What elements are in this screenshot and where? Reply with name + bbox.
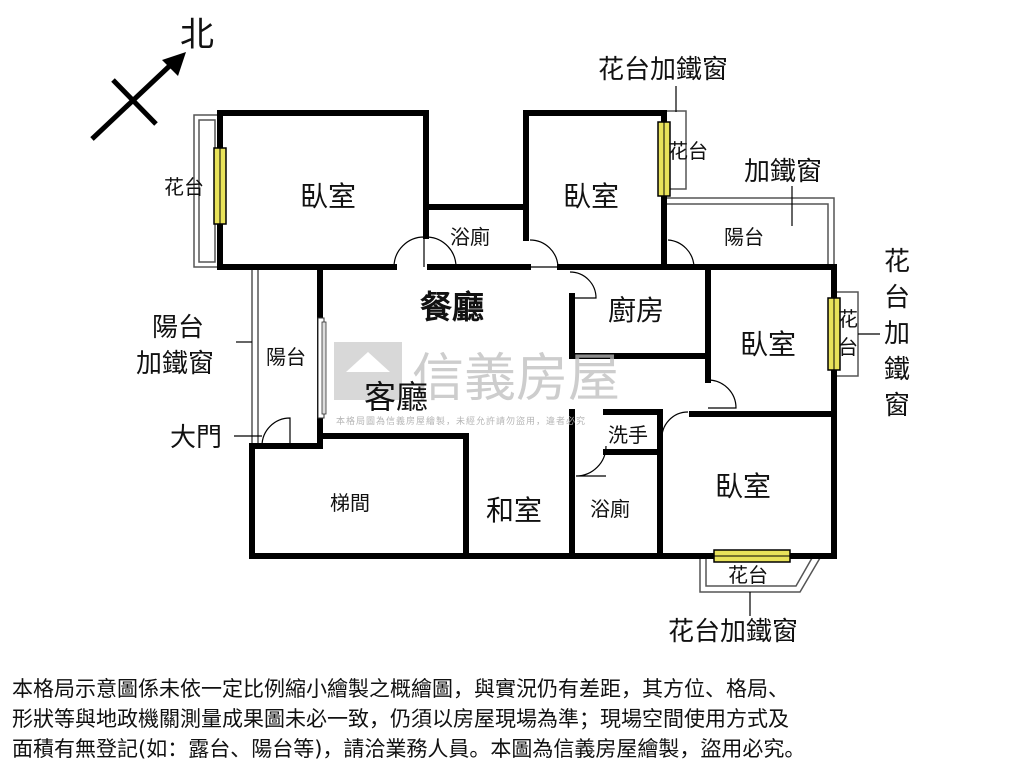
callout-planter-grille-top: 花台加鐵窗	[598, 55, 728, 85]
room-stairwell: 梯間	[330, 491, 370, 515]
door-bedroom-se	[661, 411, 689, 441]
room-balcony-inner: 陽台	[266, 345, 306, 369]
room-bedroom-e: 臥室	[740, 328, 796, 361]
watermark-notice: 本格局圖為信義房屋繪製，未經允許請勿盜用，違者必究	[336, 415, 586, 427]
door-bedroom-nw	[393, 236, 425, 268]
callout-balcony-line1: 陽台	[152, 313, 204, 343]
planter-east: 花 台	[838, 307, 864, 359]
door-bath-n	[427, 236, 457, 268]
room-living: 客廳	[364, 378, 428, 416]
doors	[261, 236, 737, 477]
room-dining: 餐廳	[420, 288, 484, 326]
watermark-brand: 信義房屋	[412, 349, 620, 409]
door-bedroom-e	[707, 379, 737, 409]
room-bedroom-se: 臥室	[715, 470, 771, 503]
door-balcony	[667, 239, 695, 268]
sliding-door-panel-b	[321, 321, 327, 415]
planter-labels: 花台 花台 花台 花 台	[164, 139, 864, 587]
sliding-door	[317, 317, 327, 419]
disclaimer-line: 本格局示意圖係未依一定比例縮小繪製之概繪圖，與實況仍有差距，其方位、格局、	[12, 677, 789, 701]
room-bedroom-n: 臥室	[563, 180, 619, 213]
floor-plan: 北	[90, 15, 918, 647]
disclaimer-line: 形狀等與地政機關測量成果圖未必一致，仍須以房屋現場為準；現場空間使用方式及	[12, 707, 789, 731]
room-kitchen: 廚房	[608, 294, 664, 327]
room-labels: 臥室 臥室 臥室 臥室 浴廁 浴廁 餐廳 客廳 廚房 洗手 和室 梯間 陽台 陽…	[266, 180, 796, 527]
north-label: 北	[180, 15, 214, 55]
watermark: 信義房屋 本格局圖為信義房屋繪製，未經允許請勿盜用，違者必究	[334, 342, 620, 427]
room-washroom: 洗手	[608, 423, 648, 447]
planter-south: 花台	[728, 563, 768, 587]
callout-planter-grille-bottom: 花台加鐵窗	[668, 617, 798, 647]
room-japanese: 和室	[486, 494, 542, 527]
room-bedroom-nw: 臥室	[300, 180, 356, 213]
planter-west: 花台	[164, 175, 204, 199]
ne-balcony-outline	[664, 197, 835, 266]
door-bath-s	[575, 445, 607, 477]
door-main	[261, 417, 291, 447]
planter-north: 花台	[668, 139, 708, 163]
door-bedroom-n	[529, 239, 559, 268]
compass: 北	[90, 15, 214, 141]
north-arrow-shaft	[90, 56, 180, 141]
north-arrow-head	[162, 52, 186, 76]
door-kitchen	[569, 271, 597, 299]
callout-balcony-line2: 加鐵窗	[136, 349, 214, 379]
watermark-logo-roof	[346, 352, 390, 372]
callout-east-vertical: 花 台 加 鐵 窗	[884, 247, 918, 421]
callout-labels: 花台加鐵窗 加鐵窗 陽台 加鐵窗 大門 花台加鐵窗 花 台 加 鐵 窗	[136, 55, 918, 647]
room-balcony-ne: 陽台	[724, 225, 764, 249]
ne-balcony-inner	[664, 203, 829, 266]
callout-grille-ne: 加鐵窗	[744, 157, 822, 187]
room-bath-n: 浴廁	[450, 225, 490, 249]
callout-main-door: 大門	[170, 423, 222, 453]
walls	[217, 110, 837, 559]
leaders	[234, 86, 880, 616]
disclaimer-line: 面積有無登記(如：露台、陽台等)，請洽業務人員。本圖為信義房屋繪製，盜用必究。	[12, 737, 806, 761]
compass-cross	[111, 78, 158, 126]
disclaimer: 本格局示意圖係未依一定比例縮小繪製之概繪圖，與實況仍有差距，其方位、格局、 形狀…	[12, 674, 1012, 764]
room-bath-s: 浴廁	[590, 497, 630, 521]
south-planter-inner	[705, 557, 813, 587]
windows	[213, 121, 841, 563]
